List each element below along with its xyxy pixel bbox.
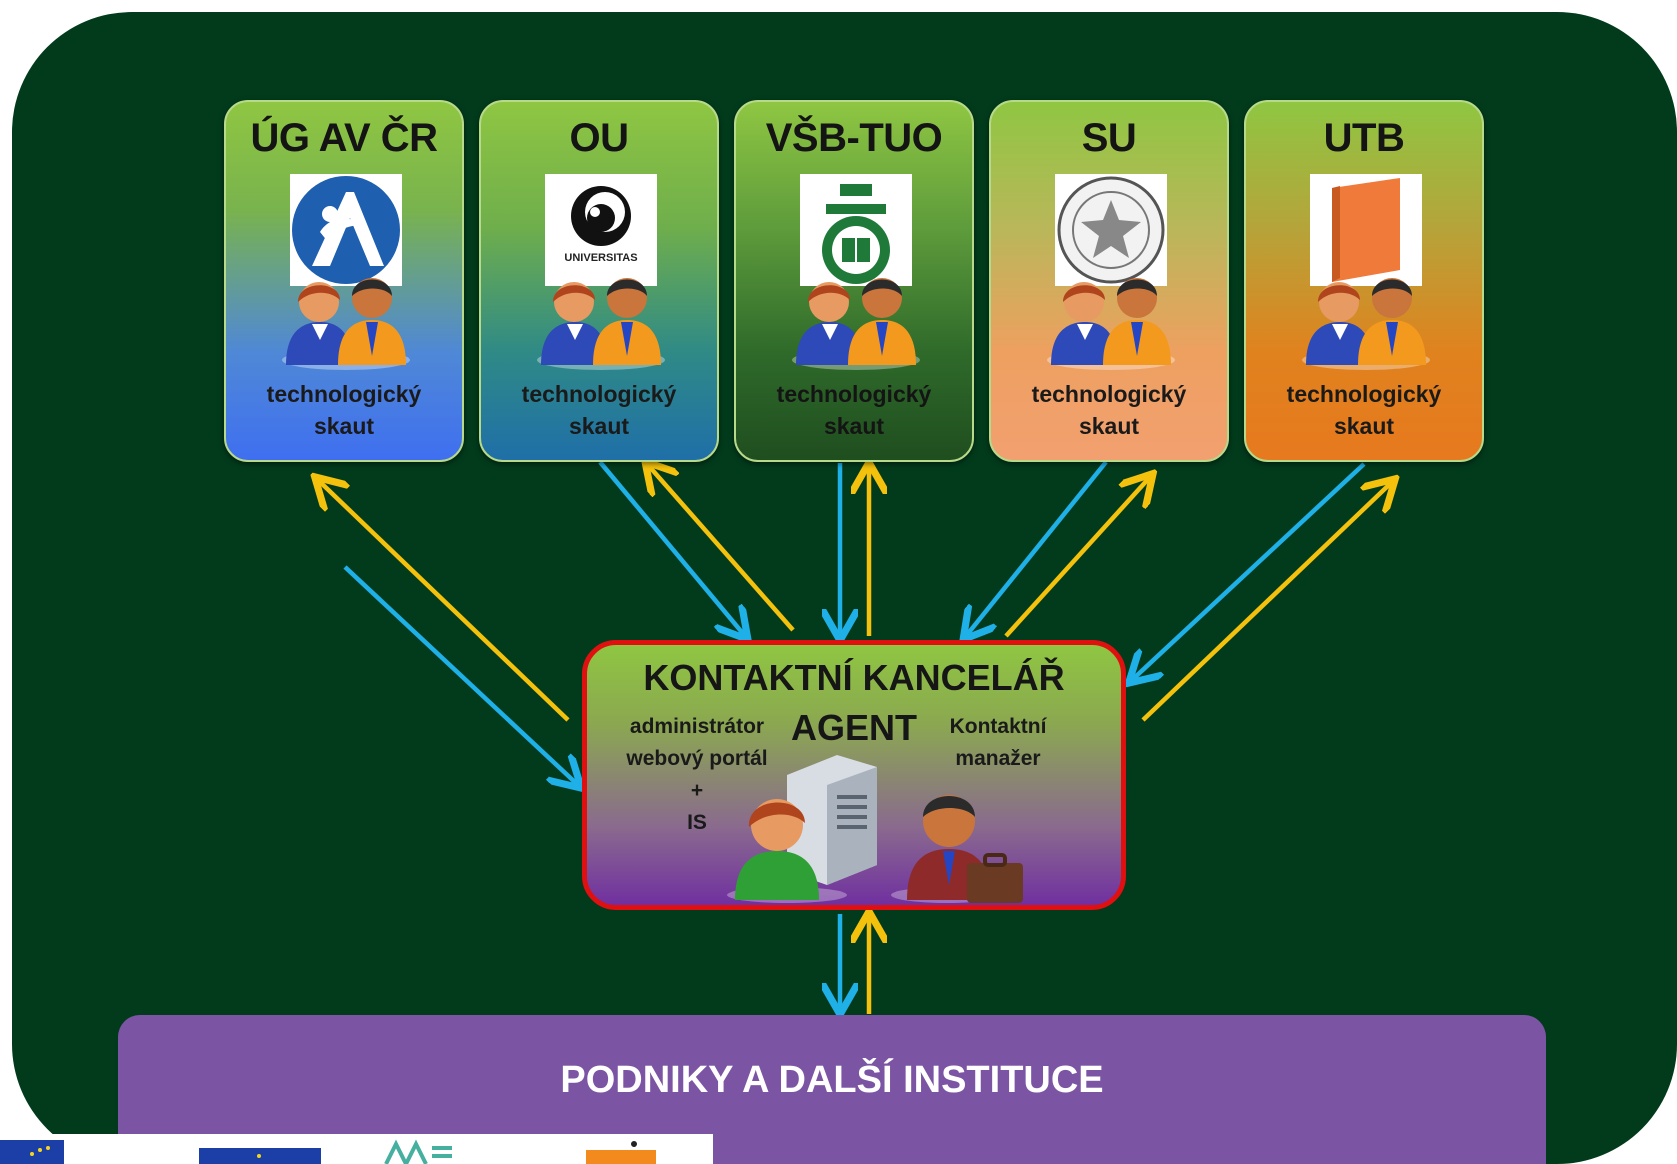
scouts-icon: [1296, 270, 1436, 375]
msmt-logo-icon: [382, 1134, 472, 1164]
companies-bar: PODNIKY A DALŠÍ INSTITUCE: [118, 1015, 1546, 1164]
scouts-icon: [531, 270, 671, 375]
arrow-up: [1141, 482, 1392, 722]
card-title: SU: [1081, 116, 1137, 160]
card-role-line: skaut: [823, 413, 885, 439]
ou-logo-text: UNIVERSITAS: [564, 252, 638, 264]
university-card-su: SU technologický skaut: [989, 100, 1229, 462]
card-role-label: technologický skaut: [736, 378, 972, 442]
university-card-utb: UTB technologický skaut: [1244, 100, 1484, 462]
card-role-line: technologický: [1286, 381, 1442, 407]
arrow-down: [343, 565, 578, 785]
manager-person-icon: [891, 795, 1023, 903]
contact-office-box: KONTAKTNÍ KANCELÁŘ AGENT administrátor w…: [582, 640, 1126, 910]
university-card-ug-av-cr: ÚG AV ČR technologický skaut: [224, 100, 464, 462]
administrator-line: webový portál: [626, 747, 768, 770]
manager-line: manažer: [955, 747, 1041, 770]
arrow-up: [318, 480, 570, 722]
card-role-line: skaut: [568, 413, 630, 439]
arrow-down: [598, 460, 745, 636]
vsb-tuo-logo: [800, 174, 912, 286]
arrow-down: [966, 460, 1108, 636]
su-seal-logo: [1055, 174, 1167, 286]
server-icon: [787, 755, 877, 885]
card-title: VŠB-TUO: [765, 116, 943, 160]
ug-av-cr-logo: [290, 174, 402, 286]
manager-line: Kontaktní: [949, 715, 1047, 738]
arrow-down: [1132, 462, 1366, 680]
op-logo-icon: [586, 1140, 656, 1164]
card-title: ÚG AV ČR: [250, 116, 438, 160]
office-title: KONTAKTNÍ KANCELÁŘ: [643, 657, 1065, 698]
scouts-icon: [1041, 270, 1181, 375]
esf-flag-icon: [199, 1148, 321, 1164]
card-role-label: technologický skaut: [1246, 378, 1482, 442]
university-card-vsb-tuo: VŠB-TUO technologický skaut: [734, 100, 974, 462]
scouts-icon: [276, 270, 416, 375]
card-title: UTB: [1323, 116, 1405, 160]
card-role-line: skaut: [1333, 413, 1395, 439]
card-title: OU: [569, 116, 630, 160]
card-role-line: technologický: [1031, 381, 1187, 407]
card-role-line: technologický: [776, 381, 932, 407]
administrator-line: IS: [687, 811, 707, 834]
card-role-line: skaut: [313, 413, 375, 439]
administrator-person-icon: [727, 799, 847, 903]
administrator-line: administrátor: [629, 715, 765, 738]
scouts-icon: [786, 270, 926, 375]
administrator-label: administrátor webový portál + IS: [617, 711, 777, 839]
card-role-label: technologický skaut: [481, 378, 717, 442]
eu-flag-icon: [0, 1140, 64, 1164]
arrow-up: [648, 465, 795, 632]
arrow-up: [1004, 477, 1150, 638]
companies-title: PODNIKY A DALŠÍ INSTITUCE: [560, 1059, 1104, 1101]
card-role-label: technologický skaut: [991, 378, 1227, 442]
university-card-ou: OU UNIVERSITAS technologický skaut: [479, 100, 719, 462]
ou-logo: UNIVERSITAS: [545, 174, 657, 286]
card-role-line: technologický: [521, 381, 677, 407]
card-role-line: technologický: [266, 381, 422, 407]
card-role-label: technologický skaut: [226, 378, 462, 442]
office-agent-label: AGENT: [791, 707, 917, 748]
office-illustration: [727, 755, 1023, 903]
manager-label: Kontaktní manažer: [923, 711, 1073, 775]
footer-logos: [0, 1134, 713, 1164]
utb-book-logo: [1310, 174, 1422, 286]
card-role-line: skaut: [1078, 413, 1140, 439]
administrator-line: +: [690, 779, 704, 802]
